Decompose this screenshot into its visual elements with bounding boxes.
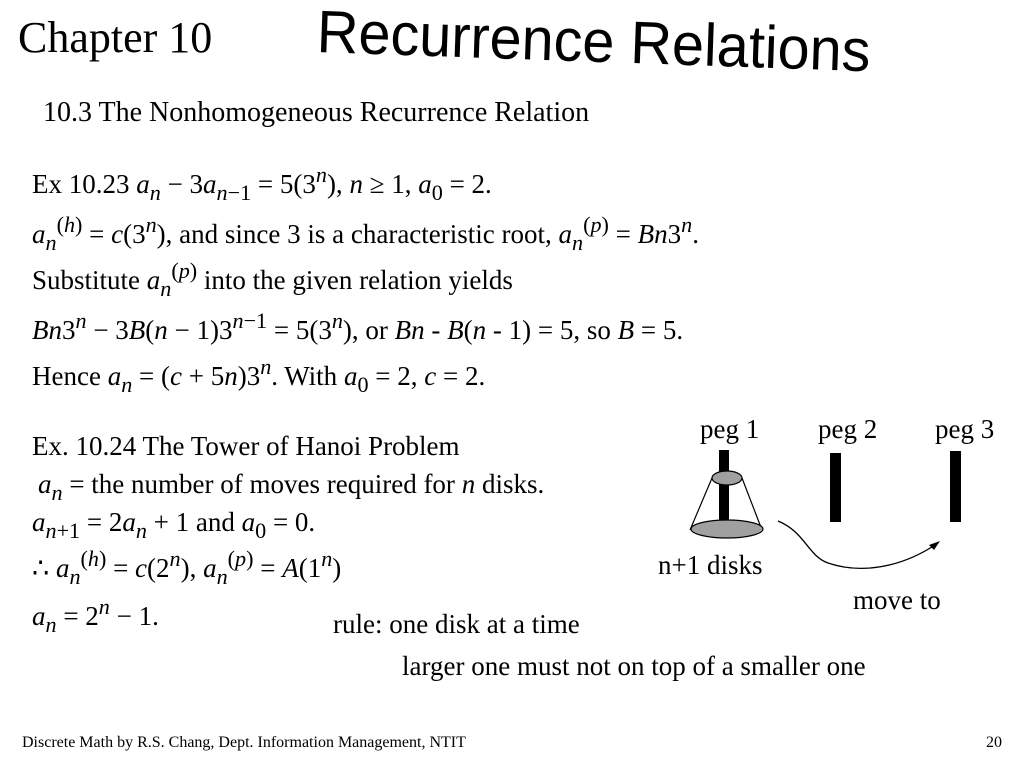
ex24-title: Ex. 10.24 The Tower of Hanoi Problem xyxy=(32,431,460,461)
homogeneous-solution: an(h) = c(3n), xyxy=(32,211,173,255)
move-arrowhead xyxy=(929,541,940,550)
peg-1-label: peg 1 xyxy=(700,414,760,444)
so-word: so xyxy=(586,315,611,345)
top-disk xyxy=(711,470,743,486)
bottom-disk xyxy=(690,519,764,539)
general-solution: an = (c + 5n)3n. xyxy=(107,353,279,397)
ex23-equation: an − 3an−1 = 5(3n), n ≥ 1, a0 = 2. xyxy=(136,161,492,205)
ex23-statement: Ex 10.23 an − 3an−1 = 5(3n), n ≥ 1, a0 =… xyxy=(32,161,492,205)
move-to-label: move to xyxy=(853,585,941,615)
footer-credit: Discrete Math by R.S. Chang, Dept. Infor… xyxy=(22,734,466,751)
section-title: 10.3 The Nonhomogeneous Recurrence Relat… xyxy=(43,97,590,128)
peg-1 xyxy=(719,450,729,522)
hanoi-recurrence: an+1 = 2an + 1 xyxy=(32,507,190,543)
particular-solution-form: an(p) = Bn3n. xyxy=(558,211,699,255)
c-value: a0 = 2, c = 2. xyxy=(343,361,486,397)
definition-text: the number of moves required for xyxy=(91,469,455,499)
page-number: 20 xyxy=(986,734,1002,751)
peg-2-label: peg 2 xyxy=(818,414,878,444)
hanoi-initial: a0 = 0. xyxy=(241,507,316,543)
an-symbol: an = xyxy=(38,469,85,505)
ex24-solutions: ∴ an(h) = c(2n), an(p) = A(1n) xyxy=(32,545,342,589)
and-word: and xyxy=(195,507,235,537)
ex24-recurrence: an+1 = 2an + 1 and a0 = 0. xyxy=(32,506,316,543)
ex23-homogeneous-line: an(h) = c(3n), and since 3 is a characte… xyxy=(32,211,699,255)
or-word: or xyxy=(365,315,388,345)
chapter-heading: Chapter 10 xyxy=(18,13,213,62)
cone-right-edge xyxy=(741,477,763,531)
rule-line-1: rule: one disk at a time xyxy=(333,609,580,639)
peg-3-label: peg 3 xyxy=(935,414,995,444)
definition-end: disks. xyxy=(481,469,545,499)
hanoi-solutions: ∴ an(h) = c(2n), an(p) = A(1n) xyxy=(32,545,342,589)
hanoi-result: an = 2n − 1. xyxy=(32,593,159,637)
substituted-equation: Bn3n − 3B(n − 1)3n−1 = 5(3n), xyxy=(32,307,359,345)
substitute-label: Substitute xyxy=(32,265,141,295)
peg-3 xyxy=(950,451,961,522)
substitute-suffix: into the given relation yields xyxy=(203,265,513,295)
ex24-definition: an = the number of moves required for n … xyxy=(38,468,545,505)
ex23-label: Ex 10.23 xyxy=(32,169,130,199)
simplified-equation: Bn - B(n - 1) = 5, xyxy=(394,315,581,345)
ex23-solve-line: Bn3n − 3B(n − 1)3n−1 = 5(3n), or Bn - B(… xyxy=(32,307,684,346)
peg-2 xyxy=(830,453,841,522)
ex23-hence-line: Hence an = (c + 5n)3n. With a0 = 2, c = … xyxy=(32,353,486,397)
rule-line-2: larger one must not on top of a smaller … xyxy=(402,651,866,681)
ex24-result: an = 2n − 1. xyxy=(32,593,159,637)
disks-label: n+1 disks xyxy=(658,550,763,580)
particular-term: an(p) xyxy=(146,257,198,301)
move-arrow xyxy=(777,520,936,569)
definition-n: n xyxy=(461,469,476,499)
with-word: With xyxy=(284,361,338,391)
b-value: B = 5. xyxy=(617,315,684,345)
hence-word: Hence xyxy=(32,361,101,391)
characteristic-root-text: and since 3 is a characteristic root, xyxy=(179,219,552,249)
cone-left-edge xyxy=(689,477,713,531)
ex23-substitute-line: Substitute an(p) into the given relation… xyxy=(32,257,513,301)
